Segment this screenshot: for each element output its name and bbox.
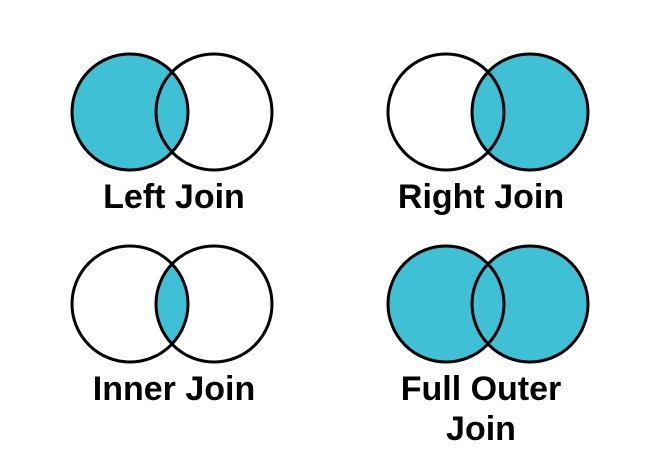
venn-right-join: Right Join [384, 49, 596, 217]
venn-left-join: Left Join [68, 49, 280, 217]
venn-label-inner-join: Inner Join [92, 370, 256, 408]
right-circle-outline [470, 52, 590, 172]
left-circle-outline [70, 244, 190, 364]
venn-right-join-graphic [386, 52, 590, 172]
left-circle-fill [72, 54, 188, 170]
left-circle-outline [70, 52, 190, 172]
venn-inner-join-graphic [70, 244, 274, 364]
right-circle-outline [154, 52, 274, 172]
right-circle-fill [472, 54, 588, 170]
right-circle-outline [154, 244, 274, 364]
right-circle-fill [472, 246, 588, 362]
venn-full-outer-join-graphic [386, 244, 590, 364]
left-circle-fill [388, 246, 504, 362]
venn-inner-join: Inner Join [68, 241, 280, 409]
venn-label-right-join: Right Join [397, 178, 565, 216]
left-circle-outline [386, 52, 506, 172]
right-circle-outline [470, 244, 590, 364]
left-circle-outline [386, 244, 506, 364]
venn-label-left-join: Left Join [103, 178, 245, 216]
venn-full-outer-join: Full Outer Join [384, 241, 596, 449]
venn-left-join-graphic [70, 52, 274, 172]
intersection-lens [156, 264, 188, 344]
venn-label-full-outer-join: Full Outer Join [400, 370, 562, 448]
